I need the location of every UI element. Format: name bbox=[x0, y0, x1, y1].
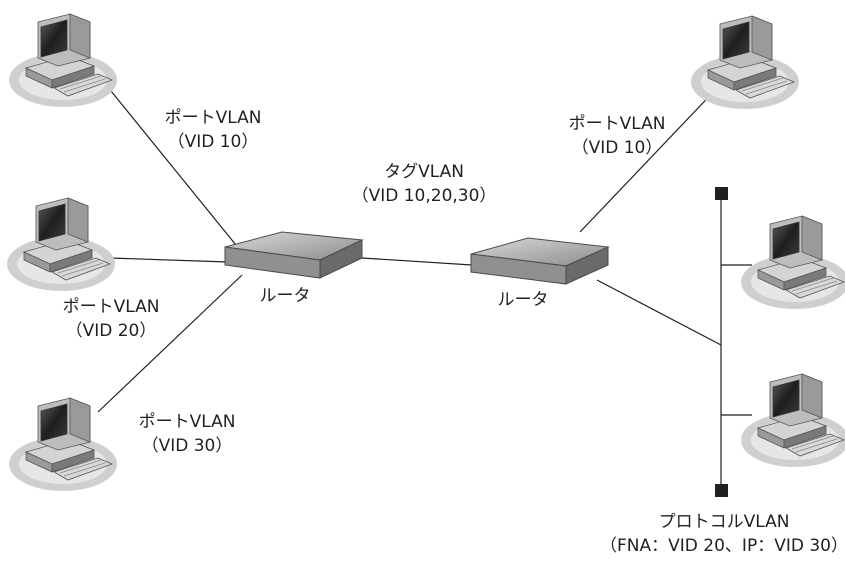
label-pc-top-left-line1: ポートVLAN bbox=[164, 108, 262, 128]
label-trunk: タグVLAN （VID 10,20,30） bbox=[352, 160, 497, 208]
link-router-right-to-segment bbox=[596, 279, 722, 346]
label-pc-mid-left-line2: （VID 20） bbox=[65, 321, 157, 341]
router-left-label: ルータ bbox=[259, 286, 311, 306]
link-trunk bbox=[361, 257, 473, 266]
label-router-left: ルータ bbox=[260, 284, 311, 308]
segment-terminator-bottom bbox=[715, 484, 728, 497]
link-pc-mid-left bbox=[109, 257, 229, 263]
label-trunk-line2: （VID 10,20,30） bbox=[351, 186, 497, 206]
computer-top-left-icon bbox=[8, 13, 118, 108]
router-left-icon bbox=[224, 231, 364, 279]
label-pc-bottom-left-line2: （VID 30） bbox=[141, 436, 233, 456]
label-pc-top-left-line2: （VID 10） bbox=[167, 132, 259, 152]
label-pc-mid-left-line1: ポートVLAN bbox=[62, 297, 160, 317]
label-pc-mid-left: ポートVLAN （VID 20） bbox=[63, 295, 160, 343]
label-protocol-segment-line1: プロトコルVLAN bbox=[658, 512, 790, 532]
label-protocol-segment: プロトコルVLAN （FNA：VID 20、IP：VID 30） bbox=[600, 510, 845, 558]
segment-terminator-top bbox=[715, 187, 728, 200]
label-pc-bottom-left: ポートVLAN （VID 30） bbox=[139, 410, 236, 458]
computer-mid-left-icon bbox=[6, 197, 116, 292]
label-pc-bottom-left-line1: ポートVLAN bbox=[138, 412, 236, 432]
link-pc-bottom-left bbox=[97, 274, 243, 413]
label-pc-top-right-line2: （VID 10） bbox=[571, 138, 663, 158]
computer-segment-1-icon bbox=[740, 215, 845, 310]
computer-segment-2-icon bbox=[740, 373, 845, 468]
label-router-right: ルータ bbox=[498, 288, 549, 312]
label-protocol-segment-line2: （FNA：VID 20、IP：VID 30） bbox=[600, 536, 845, 556]
computer-bottom-left-icon bbox=[8, 397, 118, 492]
label-pc-top-right: ポートVLAN （VID 10） bbox=[569, 112, 666, 160]
router-right-icon bbox=[470, 237, 610, 285]
label-pc-top-right-line1: ポートVLAN bbox=[568, 114, 666, 134]
computer-top-right-icon bbox=[690, 15, 800, 110]
router-right-label: ルータ bbox=[497, 290, 549, 310]
link-pc-top-left bbox=[97, 74, 241, 251]
label-pc-top-left: ポートVLAN （VID 10） bbox=[165, 106, 262, 154]
link-pc-top-right bbox=[579, 84, 721, 233]
label-trunk-line1: タグVLAN bbox=[384, 162, 464, 182]
